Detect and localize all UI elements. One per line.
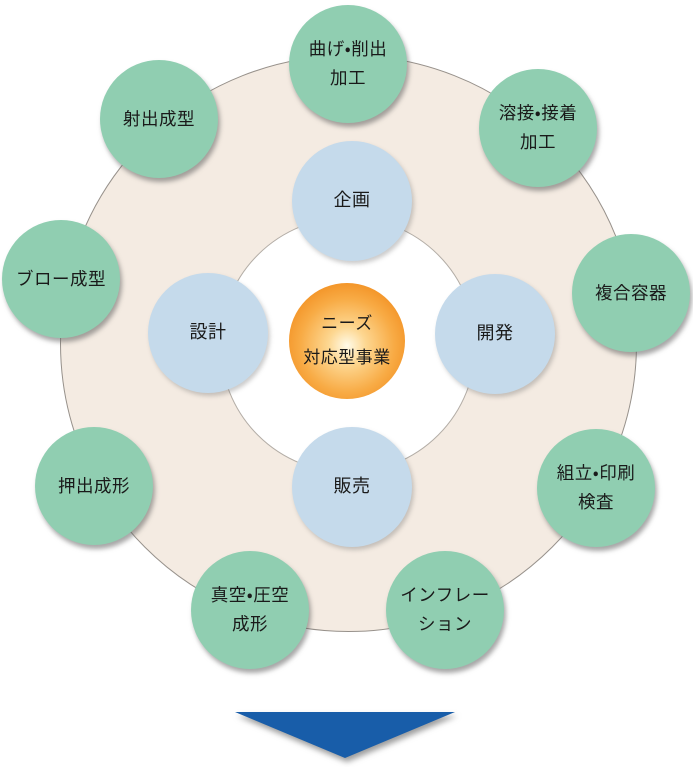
- process-circle-welding-bonding: 溶接・接着 加工: [479, 69, 597, 187]
- process-circle-bending-cutting: 曲げ・削出 加工: [289, 5, 407, 123]
- function-circle-planning: 企画: [292, 141, 412, 261]
- process-circle-inflation: インフレー ション: [386, 551, 504, 669]
- process-circle-extrusion-molding: 押出成形: [35, 427, 153, 545]
- function-label: 開発: [476, 323, 514, 344]
- process-label: 押出成形: [58, 475, 130, 496]
- process-circle-assembly-print-inspect: 組立・印刷 検査: [537, 429, 655, 547]
- function-label: 設計: [189, 322, 227, 343]
- center-circle-needs-business: ニーズ 対応型事業: [289, 283, 405, 399]
- center-label: ニーズ 対応型事業: [303, 314, 391, 367]
- down-arrow-icon: [235, 712, 455, 758]
- function-label: 販売: [333, 476, 371, 497]
- process-label: 曲げ・削出 加工: [308, 39, 388, 88]
- process-circle-blow-molding: ブロー成型: [2, 220, 120, 338]
- process-label: 真空・圧空 成形: [210, 585, 290, 634]
- function-circle-design: 設計: [148, 273, 268, 393]
- process-label: 複合容器: [595, 282, 667, 303]
- process-label: インフレー ション: [400, 585, 490, 634]
- process-circle-composite-containers: 複合容器: [572, 234, 690, 352]
- process-label: 溶接・接着 加工: [498, 103, 578, 152]
- process-circle-vacuum-pressure-forming: 真空・圧空 成形: [191, 551, 309, 669]
- function-label: 企画: [333, 190, 371, 211]
- process-label: ブロー成型: [16, 268, 106, 289]
- process-label: 組立・印刷 検査: [556, 463, 636, 512]
- process-label: 射出成型: [123, 108, 195, 129]
- function-circle-development: 開発: [435, 274, 555, 394]
- function-circle-sales: 販売: [292, 427, 412, 547]
- process-circle-injection-molding: 射出成型: [100, 60, 218, 178]
